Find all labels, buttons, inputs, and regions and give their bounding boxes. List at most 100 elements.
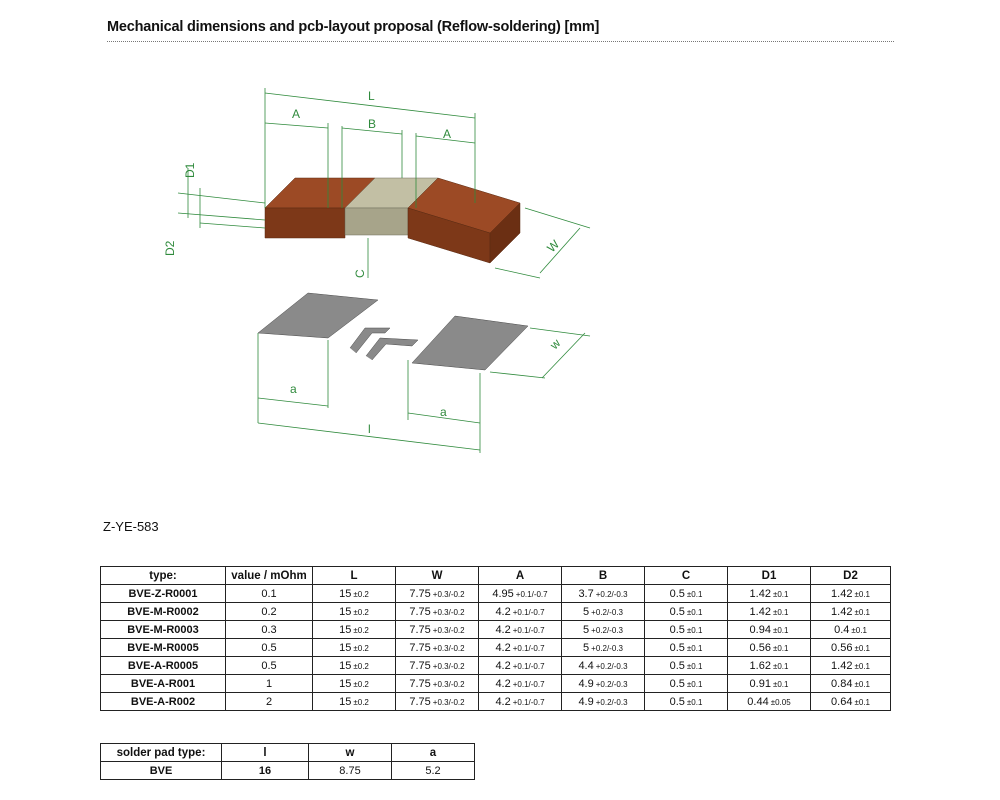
C-cell: 0.5±0.1 [644,602,728,621]
A-tolerance: +0.1/-0.7 [512,679,545,689]
right-terminal-side [489,202,521,264]
L-cell-value: 15 [339,677,352,690]
D2-cell: 0.4±0.1 [810,620,891,639]
dimensions-header-row: type: value / mOhm L W A B C D1 D2 [100,566,891,585]
B-cell: 4.9+0.2/-0.3 [561,692,645,711]
B-tolerance: +0.2/-0.3 [591,643,623,653]
D1-cell-value: 0.91 [749,677,771,690]
A-tolerance: +0.1/-0.7 [512,643,545,653]
L-tolerance: ±0.2 [353,679,369,689]
D1-cell: 1.42±0.1 [727,602,811,621]
D2-cell: 1.42±0.1 [810,602,891,621]
D2-cell-value: 1.42 [831,659,853,672]
label-A-left: A [292,107,300,121]
A-tolerance: +0.1/-0.7 [512,607,545,617]
A-cell-value: 4.2 [495,641,511,654]
type-cell-value: BVE-A-R0005 [127,659,199,672]
B-cell: 5+0.2/-0.3 [561,602,645,621]
dotted-divider [107,41,894,42]
D1-tolerance: ±0.1 [772,589,789,599]
L-cell-value: 15 [339,587,352,600]
value-cell: 0.5 [225,656,313,675]
col-type: type: [100,566,226,585]
value-cell: 1 [225,674,313,693]
D1-cell-value: 1.42 [749,587,771,600]
A-cell: 4.2+0.1/-0.7 [478,602,562,621]
A-cell: 4.2+0.1/-0.7 [478,656,562,675]
D1-cell-value: 1.62 [749,659,771,672]
value-cell-value: 0.2 [261,605,277,618]
D2-cell-value: 0.4 [834,623,850,636]
L-cell-value: 15 [339,605,352,618]
C-cell-value: 0.5 [669,641,685,654]
C-cell: 0.5±0.1 [644,638,728,657]
D2-cell: 0.56±0.1 [810,638,891,657]
D1-tolerance: ±0.1 [772,625,789,635]
type-cell-value: BVE-Z-R0001 [128,587,198,600]
value-cell-value: 0.5 [261,641,277,654]
A-tolerance: +0.1/-0.7 [512,625,545,635]
D2-tolerance: ±0.1 [854,697,870,707]
col-C: C [644,566,728,585]
label-a-left: a [290,382,297,396]
C-cell-value: 0.5 [669,587,685,600]
L-tolerance: ±0.2 [353,643,369,653]
A-cell-value: 4.2 [495,677,511,690]
label-W: W [544,237,562,255]
B-cell: 3.7+0.2/-0.3 [561,584,645,603]
value-cell-value: 0.1 [261,587,277,600]
type-cell-value: BVE-M-R0003 [127,623,199,636]
pad-w-cell: 8.75 [308,761,392,780]
B-cell-value: 3.7 [578,587,594,600]
label-A-right: A [443,127,451,141]
L-cell-value: 15 [339,623,352,636]
pcb-pads [257,292,529,371]
D2-tolerance: ±0.1 [854,661,870,671]
C-tolerance: ±0.1 [686,607,703,617]
right-solder-pad [411,315,529,371]
B-tolerance: +0.2/-0.3 [595,697,628,707]
dimension-drawing: L A B A D1 D2 C W a a l w [163,88,591,453]
C-cell: 0.5±0.1 [644,674,728,693]
B-cell-value: 4.9 [578,677,594,690]
col-value: value / mOhm [225,566,313,585]
B-tolerance: +0.2/-0.3 [591,625,623,635]
L-cell: 15±0.2 [312,656,396,675]
D1-cell-value: 0.94 [749,623,771,636]
col-A: A [478,566,562,585]
D2-tolerance: ±0.1 [854,607,870,617]
D2-cell: 0.64±0.1 [810,692,891,711]
C-cell: 0.5±0.1 [644,584,728,603]
col-D1: D1 [727,566,811,585]
type-cell: BVE-A-R001 [100,674,226,693]
D2-cell-value: 0.56 [831,641,853,654]
L-cell-value: 15 [339,695,352,708]
W-cell-value: 7.75 [409,587,431,600]
solder-pad-table: solder pad type: l w a BVE 16 8.75 5.2 [100,743,475,780]
type-cell: BVE-A-R002 [100,692,226,711]
pad-data-row: BVE 16 8.75 5.2 [100,761,475,780]
D1-tolerance: ±0.05 [770,697,791,707]
D1-tolerance: ±0.1 [772,679,789,689]
type-cell: BVE-M-R0002 [100,602,226,621]
pad-l-cell: 16 [221,761,309,780]
D1-cell: 1.42±0.1 [727,584,811,603]
A-cell-value: 4.2 [495,695,511,708]
C-cell-value: 0.5 [669,605,685,618]
A-tolerance: +0.1/-0.7 [512,661,545,671]
D1-tolerance: ±0.1 [772,607,789,617]
B-cell-value: 5 [583,623,590,636]
D2-tolerance: ±0.1 [854,589,870,599]
pad-type-cell: BVE [100,761,222,780]
B-cell-value: 5 [583,641,590,654]
L-cell: 15±0.2 [312,692,396,711]
D2-cell: 1.42±0.1 [810,584,891,603]
A-cell: 4.2+0.1/-0.7 [478,638,562,657]
W-cell: 7.75+0.3/-0.2 [395,638,479,657]
L-tolerance: ±0.2 [353,661,369,671]
dimension-labels: L A B A D1 D2 C W a a l w [163,89,563,436]
D1-cell-value: 0.56 [749,641,771,654]
